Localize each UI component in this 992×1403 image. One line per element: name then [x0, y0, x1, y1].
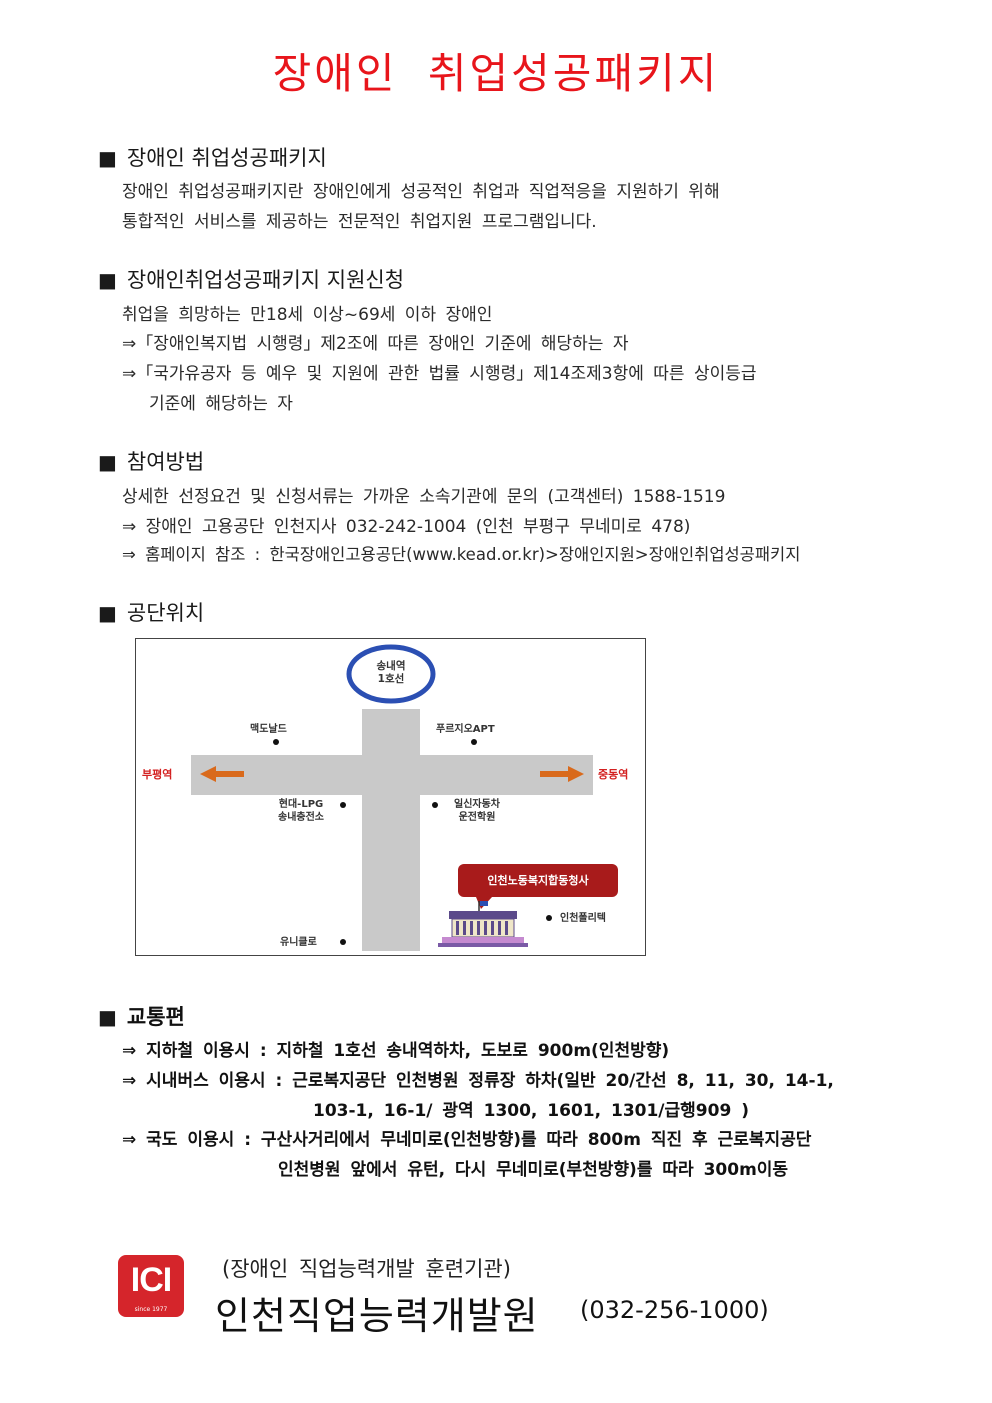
- institution-name: 인천직업능력개발원: [215, 1294, 539, 1338]
- map-label-polytech: 인천폴리텍: [560, 913, 606, 924]
- map-label-west-station: 부평역: [142, 768, 173, 781]
- institution-phone: (032-256-1000): [580, 1296, 769, 1324]
- school-dot: [432, 802, 438, 808]
- station-circle: [346, 644, 436, 704]
- text-line: ⇒「국가유공자 등 예우 및 지원에 관한 법률 시행령」제14조제3항에 따른…: [122, 364, 757, 384]
- apt-dot: [471, 739, 477, 745]
- square-bullet-icon: ■: [98, 268, 117, 292]
- map-label-east-station: 중동역: [598, 768, 629, 781]
- text-line: 통합적인 서비스를 제공하는 전문적인 취업지원 프로그램입니다.: [122, 212, 597, 232]
- map-label-building: 인천노동복지합동청사: [487, 874, 589, 887]
- section-heading-transport: ■교통편: [98, 1005, 185, 1029]
- polytech-dot: [546, 915, 552, 921]
- text-line: ⇒「장애인복지법 시행령」제2조에 따른 장애인 기준에 해당하는 자: [122, 334, 629, 354]
- section-heading-location: ■공단위치: [98, 601, 205, 625]
- square-bullet-icon: ■: [98, 146, 117, 170]
- horizontal-road: [191, 755, 593, 795]
- uniqlo-dot: [340, 939, 346, 945]
- text-line: ⇒ 홈페이지 참조 : 한국장애인고용공단(www.kead.or.kr)>장애…: [122, 545, 801, 564]
- text-line: ⇒ 지하철 이용시 : 지하철 1호선 송내역하차, 도보로 900m(인천방향…: [122, 1041, 670, 1061]
- text-line: 인천병원 앞에서 유턴, 다시 무네미로(부천방향)를 따라 300m이동: [278, 1160, 789, 1180]
- square-bullet-icon: ■: [98, 601, 117, 625]
- map-label-mcdonalds: 맥도날드: [250, 724, 287, 735]
- lpg-dot: [340, 802, 346, 808]
- text-line: 장애인 취업성공패키지란 장애인에게 성공적인 취업과 직업적응을 지원하기 위…: [122, 182, 720, 202]
- page-title: 장애인 취업성공패키지: [272, 49, 720, 98]
- text-line: ⇒ 시내버스 이용시 : 근로복지공단 인천병원 정류장 하차(일반 20/간선…: [122, 1071, 834, 1091]
- square-bullet-icon: ■: [98, 450, 117, 474]
- map-label-uniqlo: 유니클로: [280, 937, 317, 948]
- text-line: 103-1, 16-1/ 광역 1300, 1601, 1301/급행909 ): [313, 1101, 749, 1121]
- east-arrow-icon: [540, 766, 584, 782]
- text-line: 상세한 선정요건 및 신청서류는 가까운 소속기관에 문의 (고객센터) 158…: [122, 487, 726, 507]
- mcdonalds-dot: [273, 739, 279, 745]
- footer-subtitle: (장애인 직업능력개발 훈련기관): [222, 1257, 511, 1281]
- ici-logo: ICI since 1977: [118, 1255, 184, 1317]
- section-heading-method: ■참여방법: [98, 450, 205, 474]
- section-heading-package: ■장애인 취업성공패키지: [98, 146, 327, 170]
- section-heading-apply: ■장애인취업성공패키지 지원신청: [98, 268, 405, 292]
- building-icon: [438, 901, 528, 947]
- map-drawing: [191, 644, 618, 951]
- west-arrow-icon: [200, 766, 244, 782]
- text-line: 기준에 해당하는 자: [149, 394, 293, 414]
- text-line: ⇒ 장애인 고용공단 인천지사 032-242-1004 (인천 부평구 무네미…: [122, 517, 691, 537]
- square-bullet-icon: ■: [98, 1005, 117, 1029]
- vertical-road: [362, 709, 420, 951]
- text-line: ⇒ 국도 이용시 : 구산사거리에서 무네미로(인천방향)를 따라 800m 직…: [122, 1130, 812, 1150]
- building-callout: [458, 864, 618, 897]
- map-label-apt: 푸르지오APT: [436, 724, 495, 735]
- text-line: 취업을 희망하는 만18세 이상~69세 이하 장애인: [122, 305, 493, 325]
